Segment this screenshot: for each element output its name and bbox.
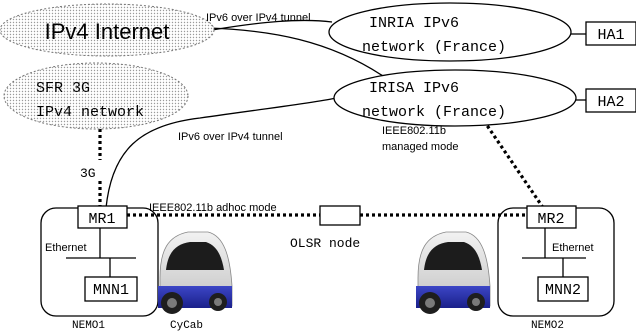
olsr-node-label: OLSR node: [290, 236, 360, 251]
inria-network-label: network (France): [362, 39, 506, 56]
mnn2-label: MNN2: [545, 282, 581, 299]
ethernet-label-2: Ethernet: [552, 242, 594, 254]
link-managed: [482, 120, 546, 210]
ha1-label: HA1: [597, 27, 624, 44]
nemo2-network: MR2 Ethernet MNN2 NEMO2: [497, 205, 615, 332]
ethernet-label-1: Ethernet: [45, 242, 87, 254]
tunnel-internet-irisa: [207, 27, 387, 79]
managed-mode-label-2: managed mode: [382, 141, 458, 153]
cycab-label: CyCab: [170, 320, 203, 332]
nemo1-label: NEMO1: [72, 320, 105, 332]
mnn1-label: MNN1: [93, 282, 129, 299]
mnn1-box: [84, 276, 138, 302]
tunnel-top-label: IPv6 over IPv4 tunnel: [206, 12, 311, 24]
irisa-cloud: IRISA IPv6 network (France): [333, 69, 577, 127]
tunnel-mid-label: IPv6 over IPv4 tunnel: [178, 131, 283, 143]
three-g-label: 3G: [80, 166, 96, 181]
wireless-links: [98, 120, 546, 217]
ha2-box: HA2: [585, 88, 636, 113]
mr2-label: MR2: [537, 211, 564, 228]
mnn2-box: [537, 276, 589, 302]
tunnel-internet-inria: [211, 19, 333, 31]
sfr-3g-cloud: SFR 3G IPv4 network: [3, 62, 189, 130]
vehicle-icon-2: [416, 231, 491, 314]
mr2-box: [526, 205, 577, 229]
cycab-vehicle-icon: [158, 231, 233, 314]
ipv4-internet-label: IPv4 Internet: [45, 19, 170, 44]
inria-cloud: INRIA IPv6 network (France): [328, 2, 572, 62]
mr1-label: MR1: [88, 211, 115, 228]
ipv4-internet-cloud: IPv4 Internet: [0, 3, 215, 57]
nemo1-network: MR1 Ethernet MNN1 NEMO1: [40, 205, 159, 332]
nemo2-label: NEMO2: [531, 320, 564, 332]
adhoc-mode-label: IEEE802.11b adhoc mode: [149, 202, 277, 214]
ha1-box: HA1: [585, 21, 636, 46]
inria-label: INRIA IPv6: [369, 15, 459, 32]
olsr-node: OLSR node: [290, 205, 361, 251]
irisa-label: IRISA IPv6: [369, 80, 459, 97]
mr1-box: [77, 205, 128, 229]
managed-mode-label-1: IEEE802.11b: [382, 125, 446, 137]
irisa-network-label: network (France): [362, 104, 506, 121]
connection-lines: [105, 19, 586, 209]
ha2-label: HA2: [597, 94, 624, 111]
sfr-network-label: IPv4 network: [36, 104, 144, 121]
sfr-3g-label: SFR 3G: [36, 80, 90, 97]
tunnel-mr1-irisa: [105, 97, 337, 209]
